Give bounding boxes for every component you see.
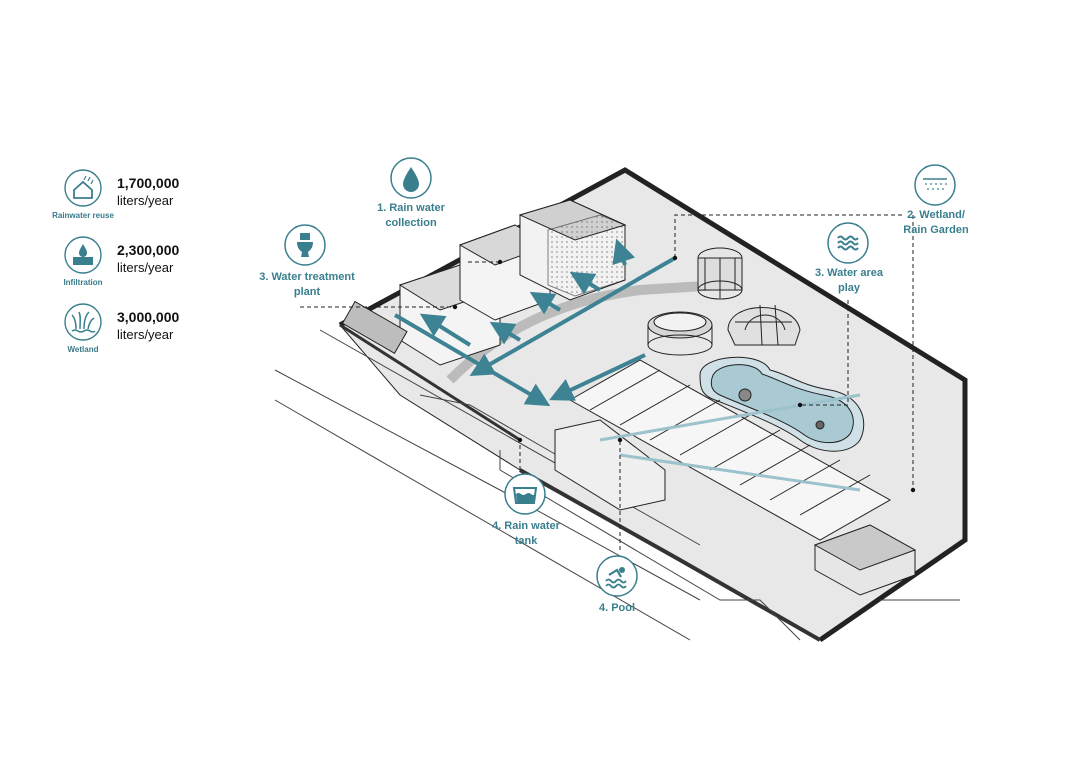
legend-caption: Wetland	[67, 345, 99, 354]
rain-tank-icon	[504, 473, 546, 515]
legend-unit: liters/year	[117, 327, 174, 342]
wetland-icon	[64, 303, 102, 341]
rainwater-tanks	[647, 247, 801, 356]
callout-rain-water-tank: 4. Rain water tank	[492, 520, 560, 547]
callout-rain-water-collection: 1. Rain water collection	[377, 202, 445, 229]
callout-water-area-play: 3. Water area play	[814, 267, 884, 294]
legend-caption: Infiltration	[63, 278, 103, 287]
toilet-icon	[284, 224, 326, 266]
house-rain-icon	[64, 169, 102, 207]
callout-leaders	[300, 214, 914, 550]
pavilion-roofs	[554, 359, 917, 596]
leader-endpoints	[452, 255, 916, 493]
water-waves-icon	[827, 222, 869, 264]
treatment-buildings	[341, 199, 627, 366]
water-flow-arrows	[393, 238, 676, 407]
swimmer-icon	[596, 555, 638, 597]
callout-pool: 4. Pool	[598, 602, 636, 614]
tank-flow-lines	[599, 393, 861, 492]
water-drop-icon	[390, 157, 432, 199]
infiltration-icon	[64, 236, 102, 274]
callout-water-treatment-plant: 3. Water treatment plant	[259, 271, 355, 298]
legend-infiltration: Infiltration 2,300,000 liters/year	[60, 236, 260, 306]
wetland-dots-icon	[914, 164, 956, 206]
legend-wetland: Wetland 3,000,000 liters/year	[60, 303, 260, 373]
pool	[699, 356, 865, 452]
legend-value: 2,300,000	[117, 242, 180, 258]
legend-unit: liters/year	[117, 260, 174, 275]
legend-value: 1,700,000	[117, 175, 180, 191]
callout-wetland-rain-garden: 2. Wetland/ Rain Garden	[903, 209, 969, 236]
legend-value: 3,000,000	[117, 309, 180, 325]
legend-rainwater-reuse: Rainwater reuse 1,700,000 liters/year	[52, 169, 260, 239]
legend-unit: liters/year	[117, 193, 174, 208]
legend-caption: Rainwater reuse	[52, 211, 114, 220]
